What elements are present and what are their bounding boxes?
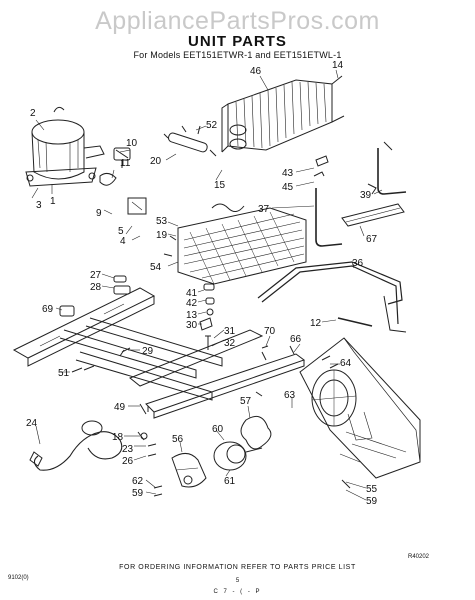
evaporator-coil — [163, 203, 307, 285]
tube-assembly — [315, 141, 407, 247]
callout-numbers: 2 3 1 10 11 9 5 4 52 20 46 14 15 43 45 3… — [26, 60, 378, 507]
fan-bracket — [145, 345, 306, 419]
callout-12: 12 — [310, 318, 322, 329]
callout-1: 1 — [50, 196, 56, 207]
callout-64: 64 — [340, 358, 352, 369]
callout-24: 24 — [26, 418, 38, 429]
callout-43: 43 — [282, 168, 294, 179]
print-date: 9102(0) — [8, 575, 29, 581]
callout-70: 70 — [264, 326, 276, 337]
callout-62: 62 — [132, 476, 144, 487]
callout-41: 41 — [186, 288, 198, 299]
condenser-coil — [221, 75, 345, 153]
screws — [71, 345, 351, 497]
callout-59-right: 59 — [366, 496, 378, 507]
footer-scribble: C 7 - ( - P — [213, 589, 262, 595]
callout-66: 66 — [290, 334, 302, 345]
callout-18: 18 — [112, 432, 124, 443]
callout-13: 13 — [186, 310, 198, 321]
callout-57: 57 — [240, 396, 252, 407]
callout-45: 45 — [282, 182, 294, 193]
callout-20: 20 — [150, 156, 162, 167]
models-subtitle: For Models EET151ETWR-1 and EET151ETWL-1 — [133, 50, 342, 60]
callout-29: 29 — [142, 346, 154, 357]
ordering-note: FOR ORDERING INFORMATION REFER TO PARTS … — [119, 564, 356, 571]
callout-26: 26 — [122, 456, 134, 467]
callout-14: 14 — [332, 60, 344, 71]
drier — [163, 125, 217, 157]
fasteners — [113, 275, 215, 350]
callout-46: 46 — [250, 66, 262, 77]
callout-60: 60 — [212, 424, 224, 435]
callout-31: 31 — [224, 326, 236, 337]
leader-lines — [31, 69, 383, 501]
callout-36: 36 — [352, 258, 364, 269]
callout-3: 3 — [36, 200, 42, 211]
relay-overload — [99, 147, 147, 215]
fan-motor — [171, 415, 272, 488]
callout-54: 54 — [150, 262, 162, 273]
drawing-code: R40202 — [408, 554, 430, 560]
page-title: UNIT PARTS — [188, 33, 287, 50]
fan-shroud — [299, 337, 421, 479]
callout-49: 49 — [114, 402, 126, 413]
power-cord — [29, 403, 147, 471]
defrost-heater — [257, 261, 407, 333]
watermark: AppliancePartsPros.com — [95, 7, 380, 35]
callout-10: 10 — [126, 138, 138, 149]
callout-11: 11 — [120, 158, 131, 169]
callout-2: 2 — [30, 108, 36, 119]
clips — [313, 155, 329, 177]
callout-55: 55 — [366, 484, 378, 495]
compressor — [25, 106, 105, 187]
callout-9: 9 — [96, 208, 102, 219]
callout-28: 28 — [90, 282, 102, 293]
callout-42: 42 — [186, 298, 198, 309]
callout-4: 4 — [120, 236, 126, 247]
callout-52: 52 — [206, 120, 218, 131]
callout-5: 5 — [118, 226, 124, 237]
callout-19: 19 — [156, 230, 168, 241]
callout-15: 15 — [214, 180, 226, 191]
callout-39: 39 — [360, 190, 372, 201]
callout-67: 67 — [366, 234, 378, 245]
callout-61: 61 — [224, 476, 236, 487]
callout-63: 63 — [284, 390, 296, 401]
callout-27: 27 — [90, 270, 102, 281]
callout-30: 30 — [186, 320, 198, 331]
callout-59-left: 59 — [132, 488, 144, 499]
callout-37: 37 — [258, 204, 270, 215]
callout-23: 23 — [122, 444, 134, 455]
callout-69: 69 — [42, 304, 54, 315]
callout-32: 32 — [224, 338, 236, 349]
callout-51: 51 — [58, 368, 70, 379]
page-number: 5 — [235, 578, 240, 584]
callout-56: 56 — [172, 434, 184, 445]
callout-53: 53 — [156, 216, 168, 227]
